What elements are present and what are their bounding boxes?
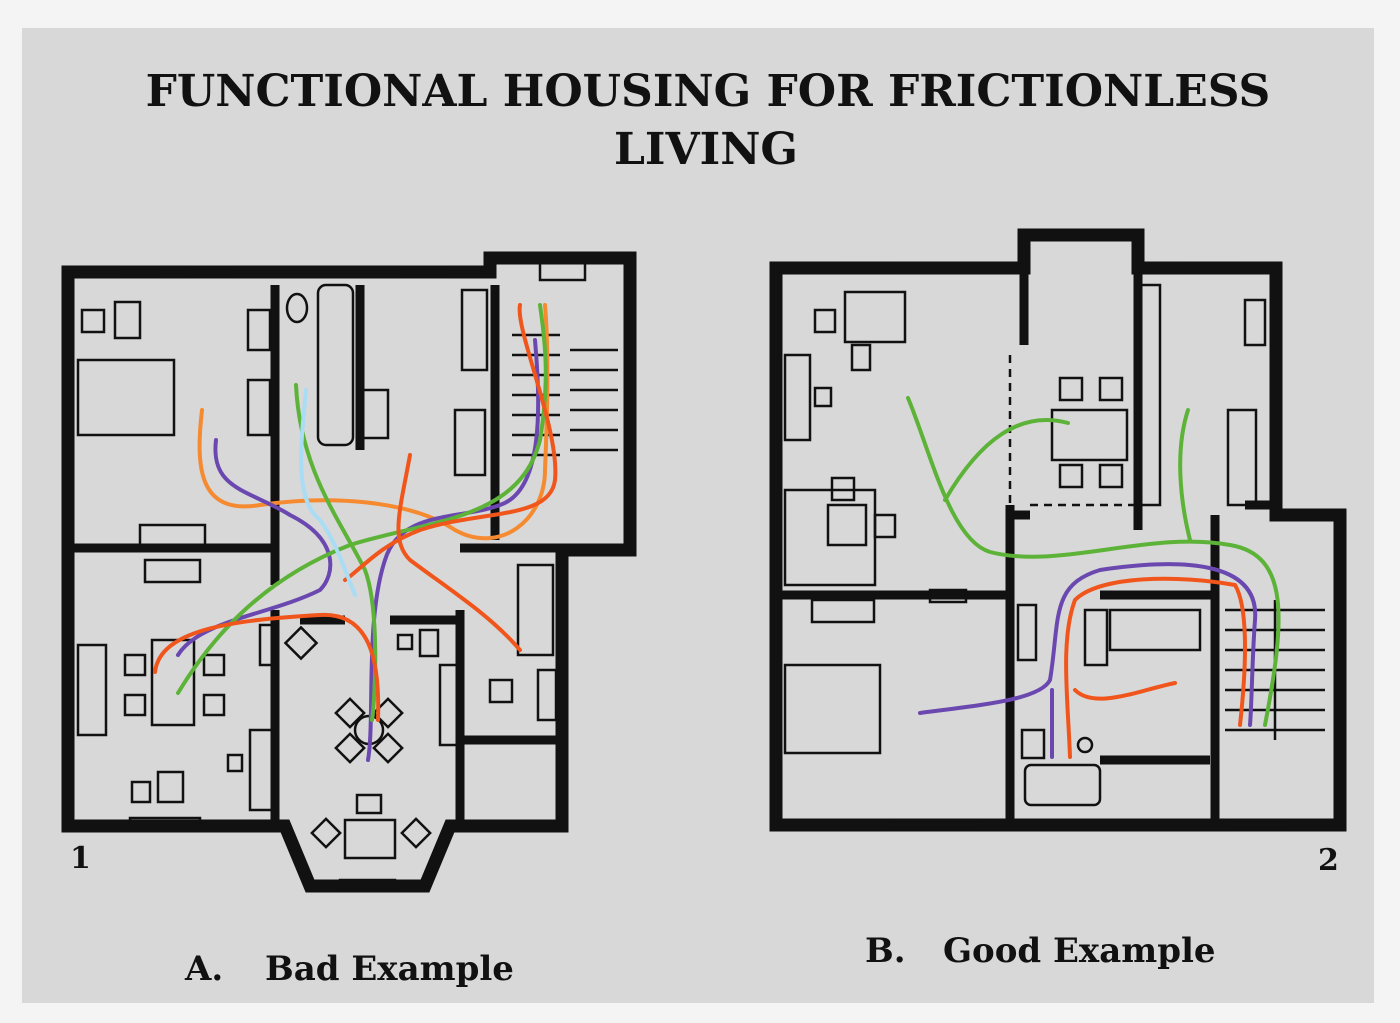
plan-number-1: 1 [70, 841, 91, 876]
plan-number-2: 2 [1318, 843, 1339, 878]
paper-background [22, 28, 1374, 1003]
plan-a-letter: A. [184, 949, 223, 989]
movement-paths-good [906, 396, 1281, 759]
movement-paths-bad [153, 303, 558, 762]
floor-plan-bad [61, 251, 637, 893]
plan-b-letter: B. [865, 931, 906, 971]
title-line-2: LIVING [614, 124, 798, 175]
plan-a-caption: Bad Example [265, 949, 514, 989]
title-line-1: FUNCTIONAL HOUSING FOR FRICTIONLESS [146, 66, 1271, 117]
plan-b-caption: Good Example [943, 931, 1216, 971]
